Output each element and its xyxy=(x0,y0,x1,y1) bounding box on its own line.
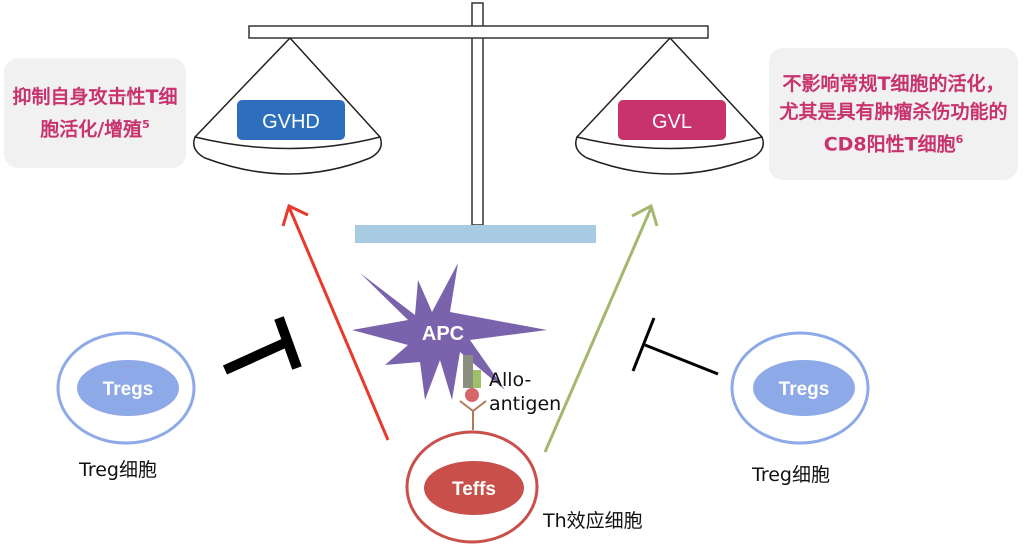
gvhd-box xyxy=(237,100,345,140)
gvhd-arrow xyxy=(281,203,390,441)
teffs-label: Teffs xyxy=(452,479,496,500)
tregs-right-nucleus xyxy=(753,360,855,416)
gvl-label: GVL xyxy=(652,111,692,133)
gvl-note-ref: 6 xyxy=(955,132,964,146)
left-scale-pan xyxy=(193,37,382,175)
antigen-dot xyxy=(465,388,479,402)
tregs-right-label: Tregs xyxy=(779,379,830,400)
gvl-arrow xyxy=(543,203,659,453)
gvl-note-text: 不影响常规T细胞的活化，尤其是具有肿瘤杀伤功能的CD8阳性T细胞 xyxy=(779,72,1008,156)
inhibition-left-icon xyxy=(222,316,302,375)
tregs-left-nucleus xyxy=(77,360,179,416)
gvl-note: 不影响常规T细胞的活化，尤其是具有肿瘤杀伤功能的CD8阳性T细胞6 xyxy=(769,48,1018,180)
scale-base xyxy=(355,225,596,243)
gvhd-label: GVHD xyxy=(262,111,320,133)
gvhd-note-text: 抑制自身攻击性T细胞活化/增殖 xyxy=(12,85,178,141)
antigen-peptide xyxy=(473,370,481,388)
allo-antigen-label: Allo- antigen xyxy=(489,369,562,415)
gvl-box xyxy=(618,100,726,140)
tregs-right-caption: Treg细胞 xyxy=(752,464,830,486)
gvhd-note-ref: 5 xyxy=(142,117,150,131)
right-scale-pan xyxy=(575,37,764,175)
gvhd-note: 抑制自身攻击性T细胞活化/增殖5 xyxy=(4,58,186,168)
apc-label: APC xyxy=(422,323,464,345)
tcr-receptor xyxy=(459,400,487,430)
teffs-nucleus xyxy=(424,461,524,515)
inhibition-right-icon xyxy=(631,317,719,376)
mhc-molecule xyxy=(463,355,473,388)
tregs-left-label: Tregs xyxy=(103,379,154,400)
tregs-left-caption: Treg细胞 xyxy=(79,459,157,481)
apc-cell xyxy=(352,263,547,400)
teffs-caption: Th效应细胞 xyxy=(543,510,643,532)
scale-beam xyxy=(248,25,709,39)
